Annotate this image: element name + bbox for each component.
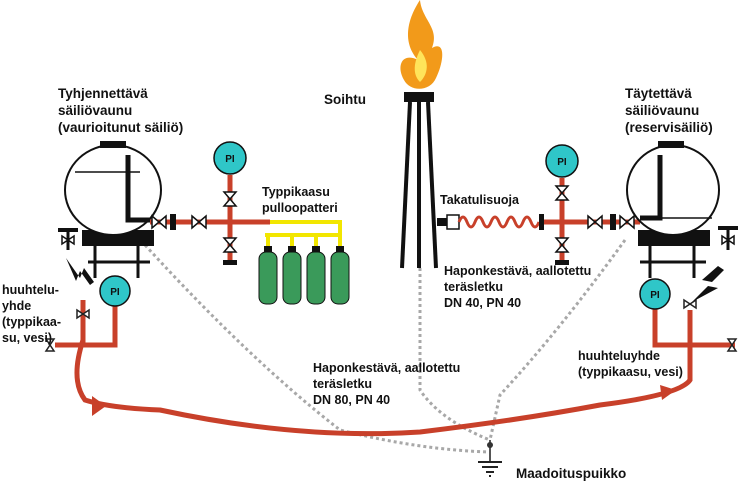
- main-hose-label-1: Haponkestävä, aallotettu: [313, 361, 460, 375]
- left-flush-valves: [44, 308, 90, 352]
- nitrogen-label-1: Typpikaasu: [262, 185, 330, 199]
- left-pressure-gauge: PI: [213, 141, 247, 175]
- small-hose-label: Haponkestävä, aallotettu teräsletku DN 4…: [444, 264, 591, 310]
- gauge-label-3: PI: [557, 157, 567, 168]
- gauge-label: PI: [225, 154, 235, 165]
- ground-rod: [478, 440, 502, 477]
- small-hose-label-1: Haponkestävä, aallotettu: [444, 264, 591, 278]
- gauge-label-4: PI: [650, 290, 660, 301]
- grounding-lines: [143, 239, 627, 454]
- right-inlet-piping: [539, 178, 640, 265]
- flashback-label: Takatulisuoja: [440, 193, 520, 207]
- main-hose-arrows: [92, 385, 676, 416]
- right-tank-label: Täytettävä säiliövaunu (reservisäiliö): [625, 86, 713, 135]
- right-flush-piping: [652, 300, 735, 348]
- small-hose-label-3: DN 40, PN 40: [444, 296, 521, 310]
- left-tank-label: Tyhjennettävä säiliövaunu (vaurioitunut …: [58, 86, 183, 135]
- left-flush-gauge: PI: [99, 275, 131, 307]
- left-flush-label: huuhtelu- yhde (typpikaa- su, vesi): [2, 283, 61, 345]
- right-flush-label-1: huuhteluyhde: [578, 349, 660, 363]
- flare-label: Soihtu: [324, 92, 366, 107]
- nitrogen-label: Typpikaasu pulloopatteri: [262, 185, 338, 215]
- right-tank-label-1: Täytettävä: [625, 86, 692, 101]
- nitrogen-battery: [258, 220, 350, 305]
- main-hose-label: Haponkestävä, aallotettu teräsletku DN 8…: [313, 361, 460, 407]
- right-flush-label: huuhteluyhde (typpikaasu, vesi): [578, 349, 683, 379]
- left-tank-label-1: Tyhjennettävä: [58, 86, 148, 101]
- gauge-label-2: PI: [110, 287, 120, 298]
- left-flush-piping: [55, 300, 118, 348]
- left-flush-label-4: su, vesi): [2, 331, 52, 345]
- flare-stack: [400, 0, 443, 269]
- right-tank-label-2: säiliövaunu: [625, 103, 699, 118]
- left-outlet-piping: [150, 175, 270, 265]
- nitrogen-label-2: pulloopatteri: [262, 201, 338, 215]
- coil-hose: [457, 215, 541, 229]
- right-tank-car: [626, 141, 738, 278]
- left-tank-label-2: säiliövaunu: [58, 103, 132, 118]
- main-hose-label-3: DN 80, PN 40: [313, 393, 390, 407]
- left-tank-label-3: (vaurioitunut säiliö): [58, 120, 183, 135]
- right-flush-label-2: (typpikaasu, vesi): [578, 365, 683, 379]
- right-tank-label-3: (reservisäiliö): [625, 120, 713, 135]
- left-tank-car: [58, 141, 162, 278]
- black-arrows: [66, 258, 724, 302]
- right-flush-valves: [683, 298, 738, 352]
- left-flush-label-2: yhde: [2, 299, 31, 313]
- left-flush-label-3: (typpikaa-: [2, 315, 61, 329]
- right-pressure-gauge: PI: [545, 144, 579, 178]
- right-flush-gauge: PI: [639, 278, 671, 310]
- ground-label: Maadoituspuikko: [516, 466, 626, 481]
- main-hose-label-2: teräsletku: [313, 377, 372, 391]
- small-hose-label-2: teräsletku: [444, 280, 503, 294]
- left-flush-label-1: huuhtelu-: [2, 283, 59, 297]
- flashback-arrester: [437, 214, 460, 230]
